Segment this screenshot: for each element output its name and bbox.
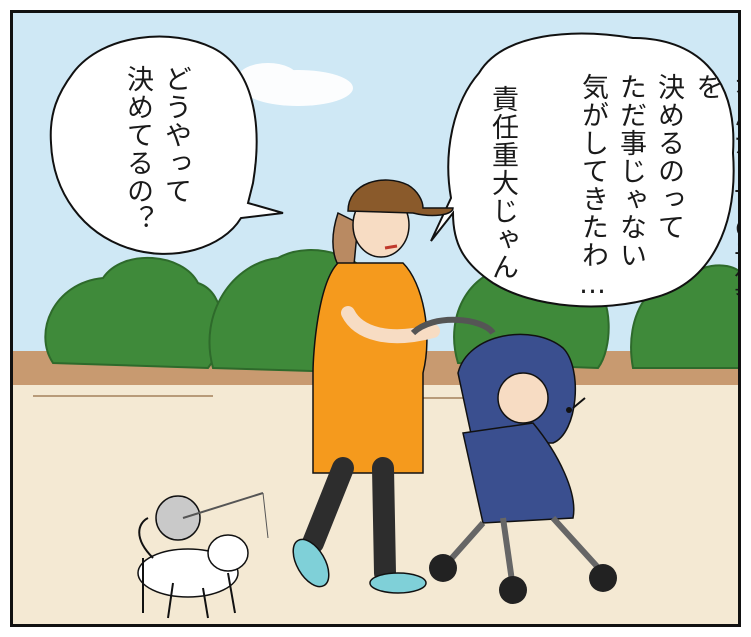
stroller-seat [462, 422, 575, 524]
orange-dress [312, 262, 428, 474]
speech-right-line-3: ただ事じゃない [615, 73, 646, 269]
speech-right-line-1: なんか、市の予算を [691, 73, 738, 297]
speech-right-line-2: 決めるのって [653, 73, 684, 241]
speech-right-line-4: 気がしてきたわ… [577, 73, 608, 301]
speech-left-line-1: どうやって [160, 65, 191, 205]
speech-bubble-right-aside: 責任重大じゃん [483, 85, 521, 305]
left-shoe [292, 538, 330, 588]
speech-bubble-right [430, 32, 735, 308]
stroller [410, 316, 617, 604]
speech-bubble-left-text: どうやって 決めてるの？ [118, 65, 194, 255]
woman [292, 179, 454, 594]
speech-bubble-left [49, 35, 284, 255]
speech-right-aside: 責任重大じゃん [487, 85, 518, 281]
speech-left-line-2: 決めてるの？ [122, 65, 153, 233]
baby [497, 372, 549, 424]
right-shoe [369, 572, 427, 594]
comic-panel: なんか、市の予算を 決めるのって ただ事じゃない 気がしてきたわ… 責任重大じゃ… [10, 10, 741, 627]
cap [347, 179, 454, 217]
speech-bubble-right-text: なんか、市の予算を 決めるのって ただ事じゃない 気がしてきたわ… [573, 73, 738, 313]
park-scene [13, 13, 738, 624]
coin [155, 495, 201, 541]
fishing-rod [182, 492, 264, 519]
cat [137, 492, 269, 619]
